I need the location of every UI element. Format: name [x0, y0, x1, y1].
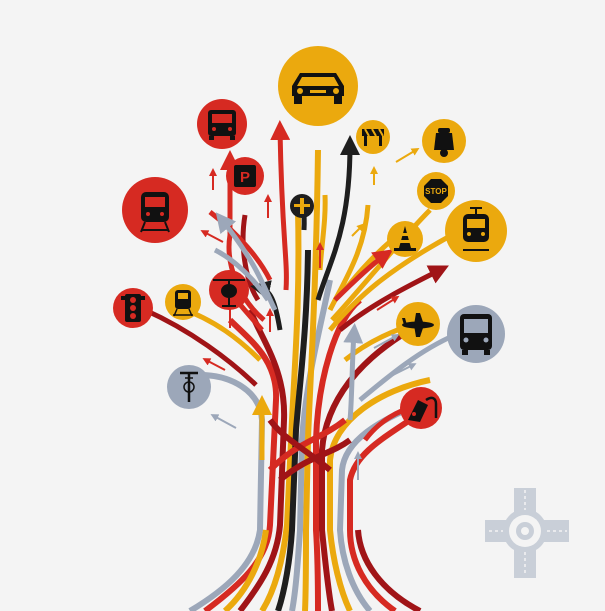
parking-sign-icon: P [226, 157, 264, 195]
airplane-icon [396, 302, 440, 346]
helicopter-icon [209, 270, 249, 310]
traffic-light-icon [113, 288, 153, 328]
city-bus-icon [447, 305, 505, 363]
bicycle-icon [167, 365, 211, 409]
tram-icon [445, 200, 507, 262]
stop-sign-label: STOP [425, 187, 447, 196]
bus-icon [197, 99, 247, 149]
stop-sign-icon: STOP [417, 172, 455, 210]
train-icon [122, 177, 188, 243]
traffic-cone-icon [387, 221, 423, 257]
scooter-icon [422, 119, 466, 163]
fuel-pump-icon [400, 387, 442, 429]
crossroads-sign-icon [290, 194, 314, 218]
parking-sign-label: P [240, 169, 250, 186]
car-icon [278, 46, 358, 126]
subway-train-icon [165, 284, 201, 320]
road-barrier-icon [356, 120, 390, 154]
